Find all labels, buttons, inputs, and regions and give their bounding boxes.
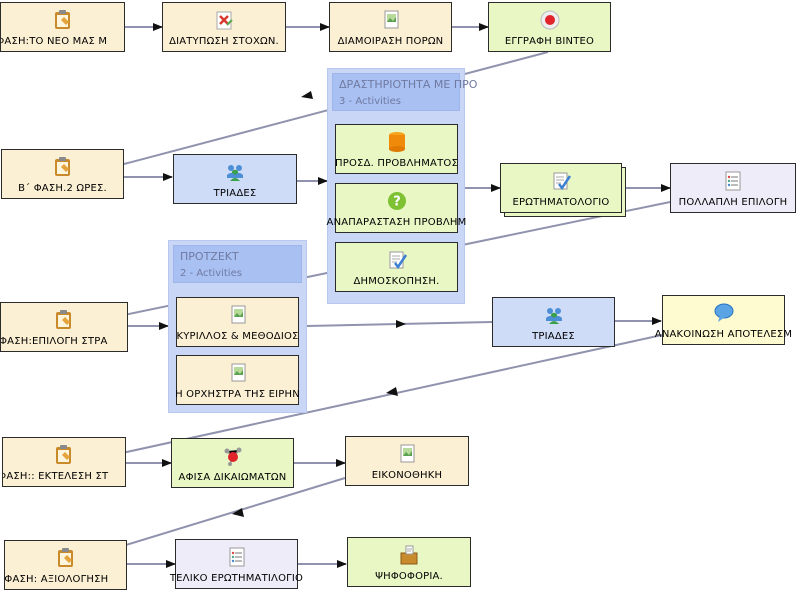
edge-arrowhead [396, 320, 406, 328]
speech-bubble-icon [714, 303, 733, 322]
node-label: ΤΡΙΑΔΕΣ [213, 188, 257, 199]
node-cyril-methodius[interactable]: ΚΥΡΙΛΛΟΣ & ΜΕΘΟΔΙΟΣ [176, 297, 299, 347]
node-label: ΠΡΟΣΔ. ΠΡΟΒΛΗΜΑΤΟΣ [335, 158, 458, 169]
notepad-icon [54, 10, 70, 29]
svg-text:?: ? [393, 195, 401, 210]
activity-group-header: ΔΡΑΣΤΗΡΙΟΤΗΤΑ ΜΕ ΠΡΟ 3 - Activities [332, 73, 477, 111]
node-problem-definition[interactable]: ΠΡΟΣΔ. ΠΡΟΒΛΗΜΑΤΟΣ [335, 124, 458, 174]
node-label: ΑΝΑΚΟΙΝΩΣΗ ΑΠΟΤΕΛΕΣΜ [654, 329, 793, 340]
node-label: ΤΕΛΙΚΟ ΕΡΩΤΗΜΑΤΙΛΟΓΙΟ [169, 573, 304, 584]
node-phase5[interactable]: Ε΄ΦΑΣΗ: ΑΞΙΟΛΟΓΗΣΗ [4, 540, 127, 590]
image-file-icon [384, 10, 398, 29]
edge-arrowhead [301, 91, 313, 99]
node-video[interactable]: ΕΓΓΡΑΦΗ ΒΙΝΤΕΟ [488, 2, 611, 52]
database-icon [388, 132, 405, 152]
image-file-icon [231, 305, 245, 324]
project-group-count: 2 - Activities [180, 268, 242, 279]
node-label: ΄ ΦΑΣΗ:ΤΟ ΝΕΟ ΜΑΣ Μ [0, 36, 108, 47]
notepad-icon [56, 310, 71, 329]
node-label: ΕΡΩΤΗΜΑΤΟΛΟΓΙΟ [512, 197, 610, 208]
group-people-icon [545, 308, 562, 324]
ballot-box-icon [400, 545, 418, 565]
edge-arrowhead [232, 508, 244, 517]
node-phase2[interactable]: Β΄ ΦΑΣΗ.2 ΩΡΕΣ. [1, 149, 124, 199]
node-final-questionnaire[interactable]: ΤΕΛΙΚΟ ΕΡΩΤΗΜΑΤΙΛΟΓΙΟ [170, 539, 303, 589]
node-phase4[interactable]: ΄ ΦΑΣΗ:: ΕΚΤΕΛΕΣΗ ΣΤ [2, 437, 126, 487]
node-label: Η ΟΡΧΗΣΤΡΑ ΤΗΣ ΕΙΡΗΝ [175, 389, 300, 400]
node-label: ΤΡΙΑΔΕΣ [532, 331, 575, 342]
node-label: ΔΙΑΜΟΙΡΑΣΗ ΠΟΡΩΝ [337, 36, 444, 47]
record-icon [540, 10, 559, 30]
notepad-icon [56, 445, 71, 464]
node-questionnaire[interactable]: ΕΡΩΤΗΜΑΤΟΛΟΓΙΟ [500, 163, 622, 213]
node-multiple-choice[interactable]: ΠΟΛΛΑΠΛΗ ΕΠΙΛΟΓΗ [670, 163, 796, 213]
edge-arrowhead [386, 387, 398, 396]
notepad-icon [57, 548, 73, 567]
node-results-announcement[interactable]: ΑΝΑΚΟΙΝΩΣΗ ΑΠΟΤΕΛΕΣΜ [655, 295, 792, 345]
activity-group-count: 3 - Activities [339, 96, 401, 107]
checklist-icon [553, 172, 572, 191]
image-file-icon [400, 444, 415, 463]
edit-cross-icon [216, 11, 233, 30]
node-label: ΄ ΦΑΣΗ:ΕΠΙΛΟΓΗ ΣΤΡΑ [0, 336, 108, 347]
node-label: ΕΙΚΟΝΟΘΗΚΗ [371, 470, 443, 481]
node-phase1[interactable]: ΄ ΦΑΣΗ:ΤΟ ΝΕΟ ΜΑΣ Μ [0, 2, 125, 52]
node-triads-1[interactable]: ΤΡΙΑΔΕΣ [173, 154, 297, 204]
molecule-icon [224, 447, 241, 466]
node-label: ΨΗΦΟΦΟΡΙΑ. [375, 571, 443, 582]
node-gallery[interactable]: ΕΙΚΟΝΟΘΗΚΗ [345, 436, 469, 486]
node-label: ΑΦΙΣΑ ΔΙΚΑΙΩΜΑΤΩΝ [178, 472, 287, 483]
edge-gallery-phase5 [89, 477, 346, 557]
list-document-icon [725, 171, 741, 191]
node-resources[interactable]: ΔΙΑΜΟΙΡΑΣΗ ΠΟΡΩΝ [329, 2, 452, 52]
notepad-icon [54, 157, 70, 176]
node-voting[interactable]: ΨΗΦΟΦΟΡΙΑ. [347, 537, 471, 587]
node-goals[interactable]: ΔΙΑΤΥΠΩΣΗ ΣΤΟΧΩΝ. [162, 2, 286, 52]
node-label: ΚΥΡΙΛΛΟΣ & ΜΕΘΟΔΙΟΣ [176, 331, 299, 342]
node-triads-2[interactable]: ΤΡΙΑΔΕΣ [492, 297, 615, 347]
checklist-icon [389, 251, 407, 270]
node-label: ΄ ΦΑΣΗ:: ΕΚΤΕΛΕΣΗ ΣΤ [3, 471, 109, 482]
node-phase3[interactable]: ΄ ΦΑΣΗ:ΕΠΙΛΟΓΗ ΣΤΡΑ [0, 302, 128, 352]
node-label: Ε΄ΦΑΣΗ: ΑΞΙΟΛΟΓΗΣΗ [4, 574, 109, 585]
node-peace-orchestra[interactable]: Η ΟΡΧΗΣΤΡΑ ΤΗΣ ΕΙΡΗΝ [175, 355, 300, 405]
node-problem-representation[interactable]: ? ΑΝΑΠΑΡΑΣΤΑΣΗ ΠΡΟΒΛΗΜ [327, 183, 466, 233]
node-label: ΔΙΑΤΥΠΩΣΗ ΣΤΟΧΩΝ. [169, 36, 279, 47]
project-group-header: ΠΡΟΤΖΕΚΤ 2 - Activities [173, 245, 302, 283]
node-label: ΑΝΑΠΑΡΑΣΤΑΣΗ ΠΡΟΒΛΗΜ [326, 217, 467, 228]
node-label: ΕΓΓΡΑΦΗ ΒΙΝΤΕΟ [504, 36, 595, 47]
edge-video-phase2 [89, 51, 549, 174]
node-poll[interactable]: ΔΗΜΟΣΚΟΠΗΣΗ. [335, 242, 458, 292]
image-file-icon [231, 363, 245, 382]
node-label: Β΄ ΦΑΣΗ.2 ΩΡΕΣ. [18, 183, 107, 194]
node-label: ΔΗΜΟΣΚΟΠΗΣΗ. [353, 276, 440, 287]
activity-group-title: ΔΡΑΣΤΗΡΙΟΤΗΤΑ ΜΕ ΠΡΟ [339, 78, 478, 91]
group-people-icon [227, 165, 243, 181]
project-group-title: ΠΡΟΤΖΕΚΤ [180, 250, 239, 263]
node-label: ΠΟΛΛΑΠΛΗ ΕΠΙΛΟΓΗ [678, 197, 788, 208]
list-document-icon [229, 547, 244, 567]
node-rights-poster[interactable]: ΑΦΙΣΑ ΔΙΚΑΙΩΜΑΤΩΝ [171, 438, 294, 488]
question-icon: ? [387, 192, 406, 210]
